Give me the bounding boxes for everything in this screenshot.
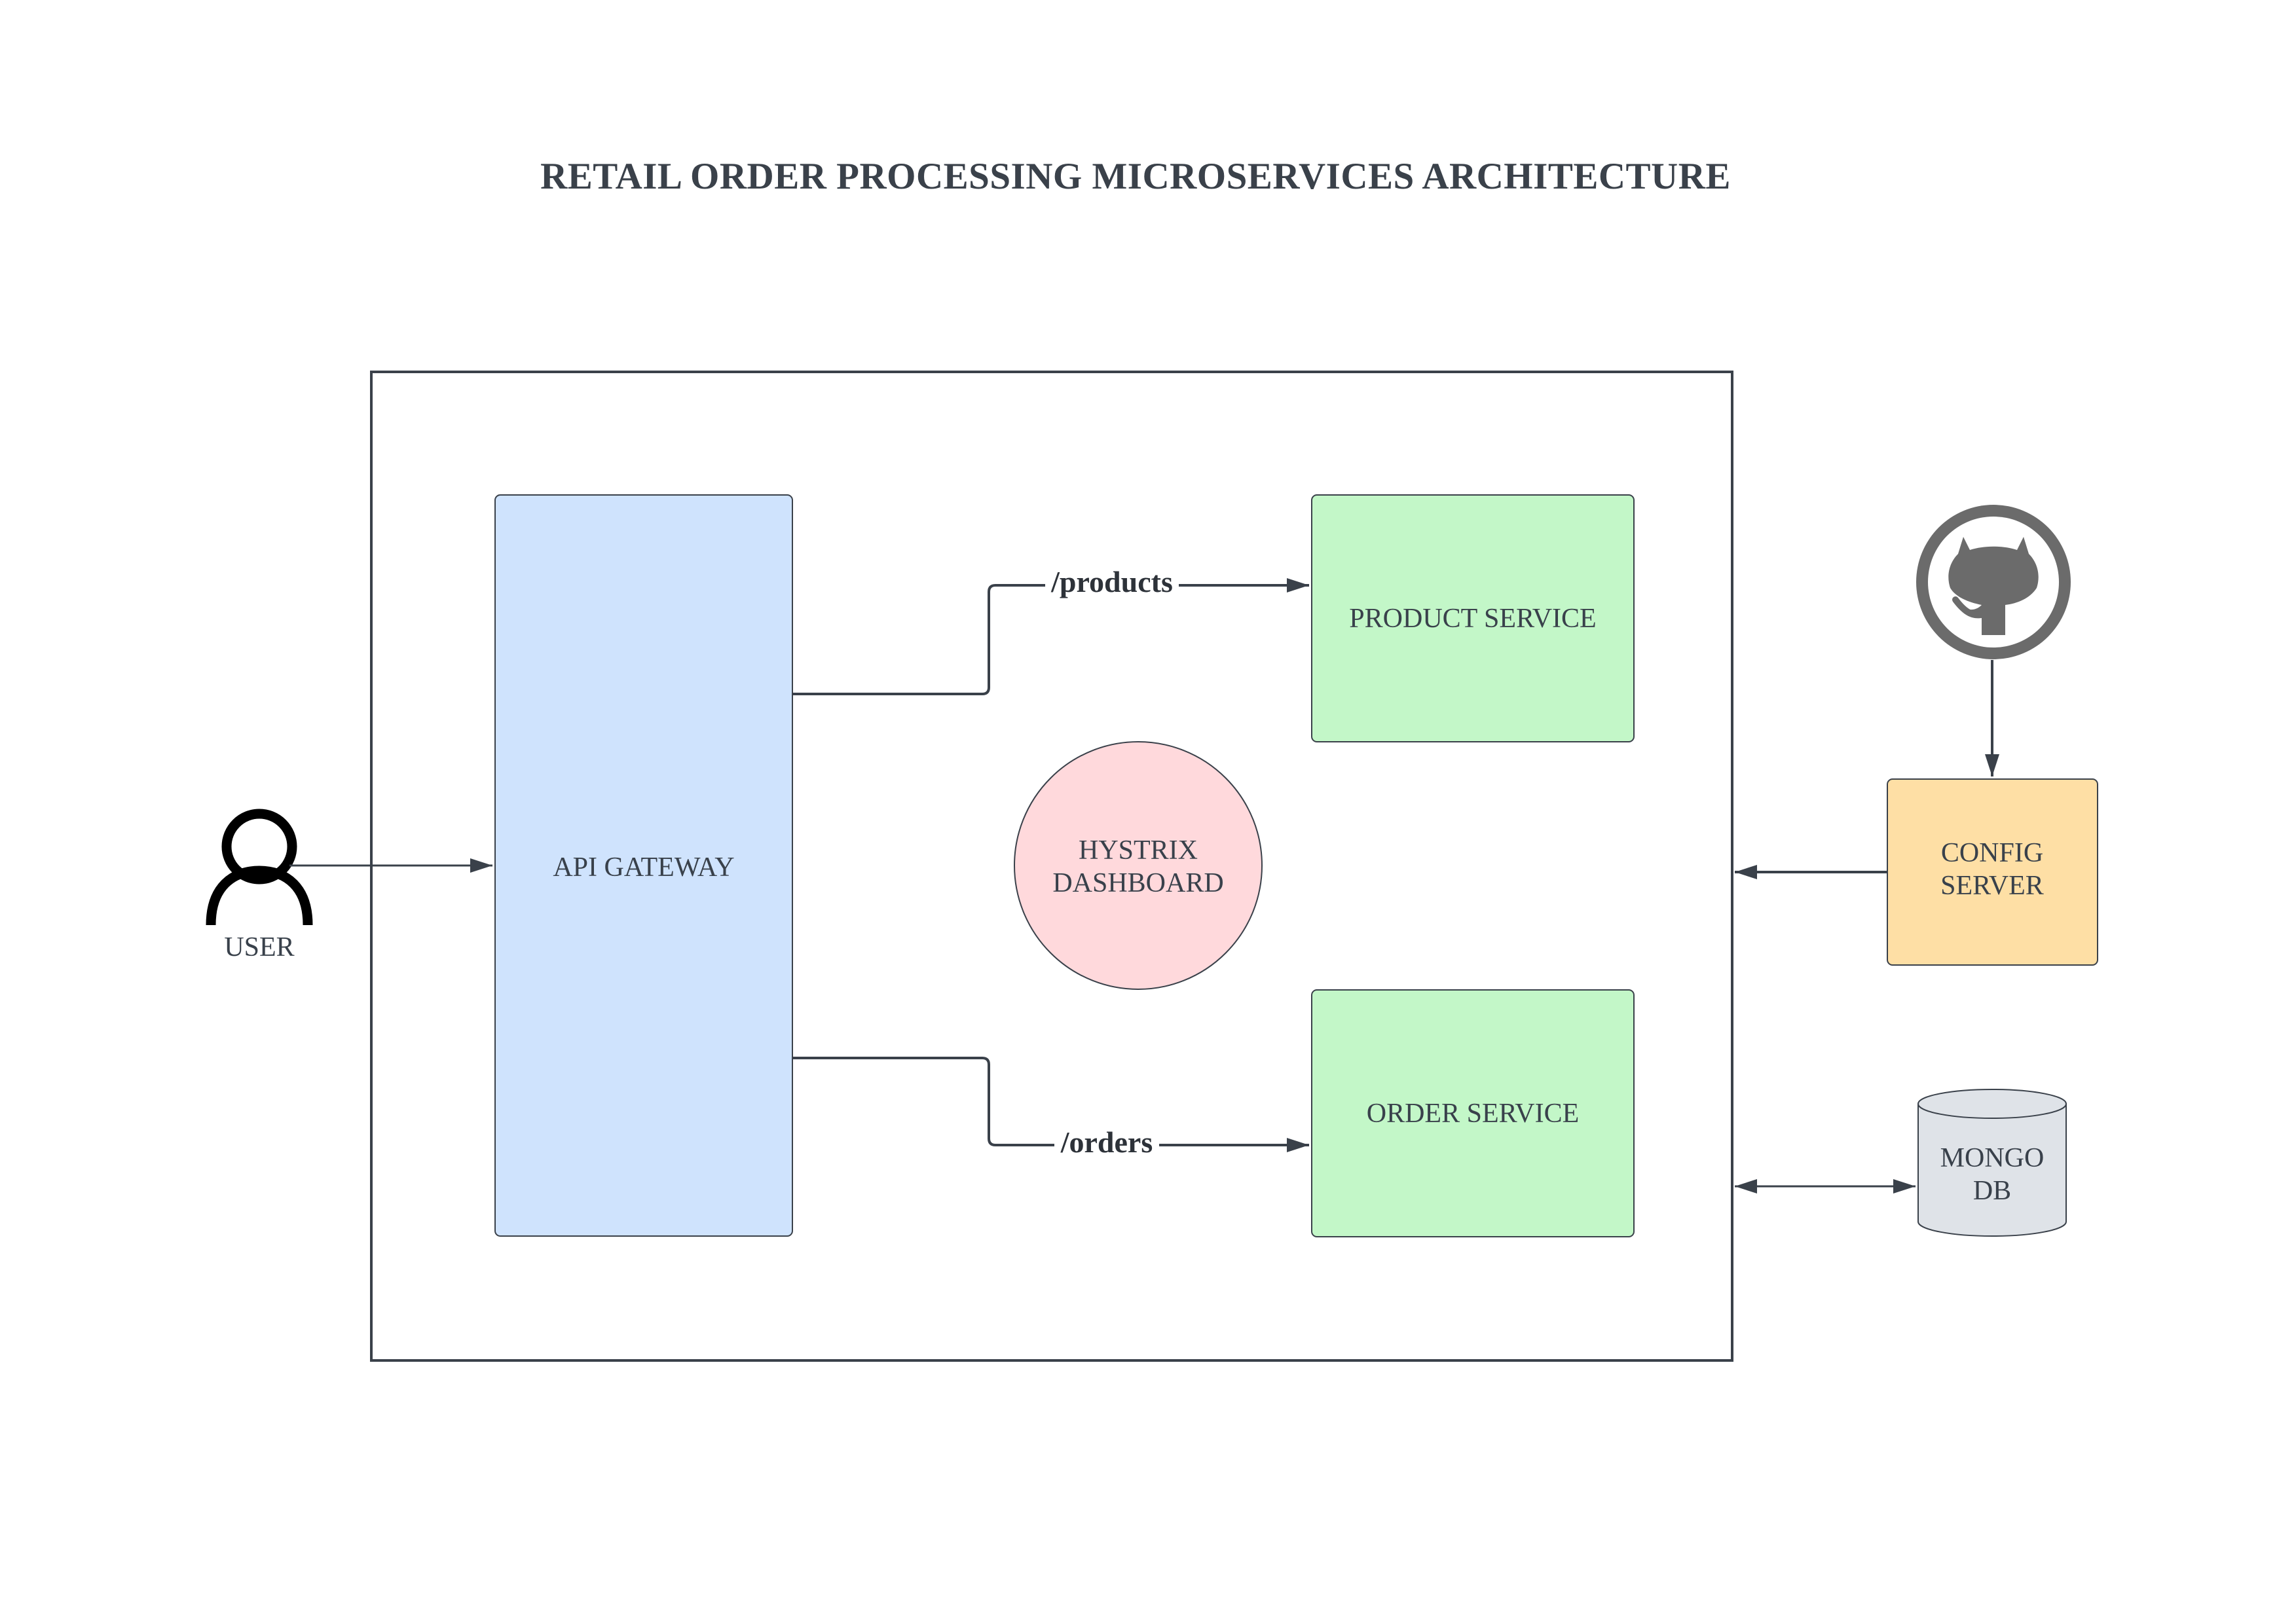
mongo-db-node[interactable]: MONGO DB <box>1917 1089 2067 1237</box>
product-service-label: PRODUCT SERVICE <box>1349 604 1596 634</box>
hystrix-dashboard-label-line-2: DASHBOARD <box>1052 868 1223 898</box>
config-server-label-line-2: SERVER <box>1940 871 2044 901</box>
mongo-db-label-line-1: MONGO <box>1940 1143 2045 1173</box>
mongo-db-label-line-2: DB <box>1973 1176 2011 1206</box>
orders-route-label: /orders <box>1060 1125 1153 1159</box>
github-icon <box>1916 505 2071 659</box>
products-route-label: /products <box>1050 565 1173 598</box>
order-service-label: ORDER SERVICE <box>1367 1099 1580 1129</box>
user-icon <box>206 809 313 926</box>
page-title: RETAIL ORDER PROCESSING MICROSERVICES AR… <box>540 156 1731 197</box>
hystrix-dashboard-label-line-1: HYSTRIX <box>1079 835 1198 866</box>
config-server-label-line-1: CONFIG <box>1941 838 2043 868</box>
order-service-node[interactable]: ORDER SERVICE <box>1311 989 1635 1237</box>
user-label: USER <box>224 932 294 962</box>
edge-gateway-to-order <box>792 1057 1309 1152</box>
config-server-node[interactable]: CONFIG SERVER <box>1887 778 2098 966</box>
hystrix-dashboard-node[interactable]: HYSTRIX DASHBOARD <box>1014 741 1263 990</box>
product-service-node[interactable]: PRODUCT SERVICE <box>1311 494 1635 742</box>
api-gateway-label: API GATEWAY <box>553 852 734 883</box>
api-gateway-node[interactable]: API GATEWAY <box>494 494 793 1237</box>
products-route-label-bg <box>1045 562 1179 602</box>
orders-route-label-bg <box>1054 1123 1159 1164</box>
edge-gateway-to-product <box>792 578 1309 695</box>
